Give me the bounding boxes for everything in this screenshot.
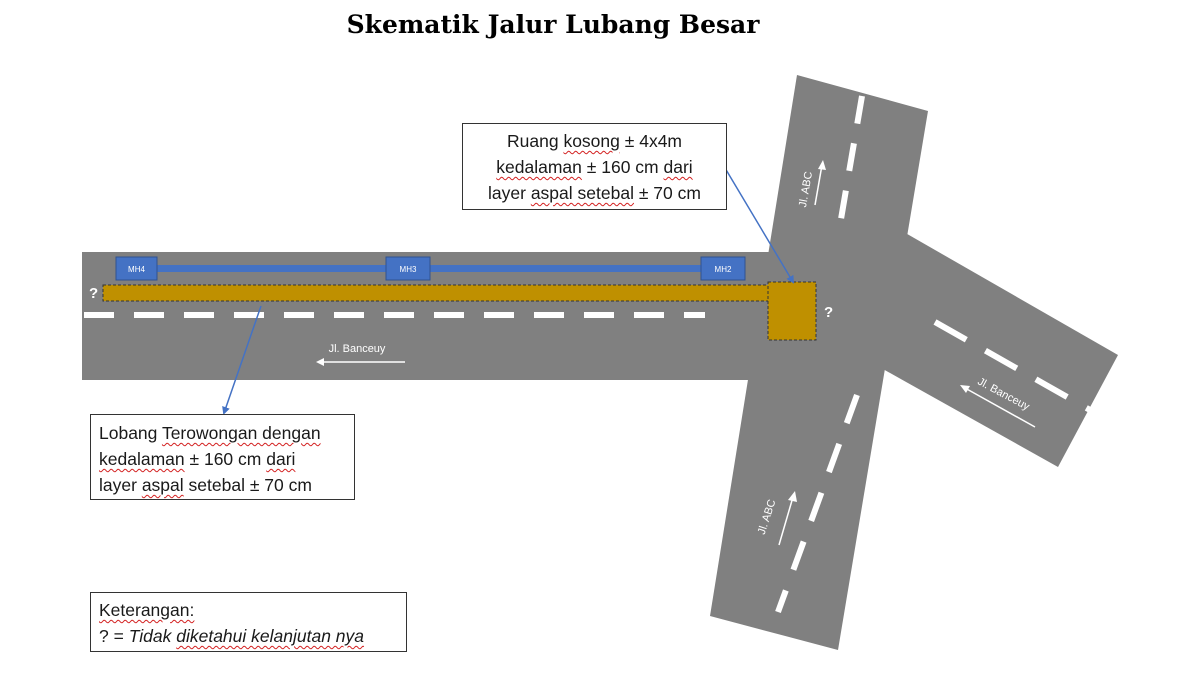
direction-arrowhead-right xyxy=(960,385,970,393)
callout-tunnel-line1: Lobang Terowongan dengan xyxy=(99,423,321,443)
callout-line-tunnel xyxy=(222,305,262,415)
pipe-line xyxy=(156,265,706,272)
legend-box: Keterangan: ? = Tidak diketahui kelanjut… xyxy=(90,592,407,652)
road-label-horizontal: Jl. Banceuy xyxy=(329,343,386,355)
callout-tunnel-line2: kedalaman ± 160 cm dari xyxy=(99,449,296,469)
page-title: Skematik Jalur Lubang Besar xyxy=(346,10,760,39)
direction-arrow-bottom xyxy=(778,496,794,546)
road-vertical xyxy=(710,75,928,650)
manhole-label: MH2 xyxy=(715,265,732,274)
lane-markings xyxy=(84,95,1092,614)
callout-line-chamber xyxy=(724,167,795,284)
unknown-marker-left: ? xyxy=(89,285,99,302)
legend-description: diketahui kelanjutan nya xyxy=(176,626,365,646)
legend-equals: = xyxy=(113,626,124,646)
manhole-mh2: MH2 xyxy=(700,256,746,281)
manhole-mh3: MH3 xyxy=(385,256,431,281)
direction-arrow-top xyxy=(814,164,823,206)
callout-chamber: Ruang kosong ± 4x4m kedalaman ± 160 cm d… xyxy=(462,123,727,210)
callout-chamber-line3: layer aspal setebal ± 70 cm xyxy=(488,183,701,203)
legend-word: Tidak xyxy=(128,626,172,646)
road-diagonal-right xyxy=(840,227,1118,467)
chamber-void xyxy=(767,281,817,341)
manhole-mh4: MH4 xyxy=(115,256,158,281)
tunnel-channel xyxy=(102,284,804,302)
unknown-marker-right: ? xyxy=(824,304,834,321)
callout-chamber-line1: Ruang kosong ± 4x4m xyxy=(506,131,683,151)
direction-arrowhead-top xyxy=(818,160,826,170)
direction-arrow-right xyxy=(964,387,1036,428)
manhole-label: MH4 xyxy=(128,265,145,274)
legend-symbol: ? xyxy=(99,626,109,646)
callout-tunnel-line3: layer aspal setebal ± 70 cm xyxy=(99,475,312,495)
legend-entry: ? = Tidak diketahui kelanjutan nya xyxy=(99,623,406,649)
manhole-label: MH3 xyxy=(400,265,417,274)
lane-marking-bottom xyxy=(775,393,860,614)
legend-heading: Keterangan: xyxy=(99,600,195,620)
callout-chamber-line2: kedalaman ± 160 cm dari xyxy=(496,157,693,177)
lane-marking-right xyxy=(933,319,1092,413)
callout-tunnel: Lobang Terowongan dengan kedalaman ± 160… xyxy=(90,414,355,500)
direction-arrowhead-horizontal xyxy=(316,358,324,366)
direction-arrowhead-bottom xyxy=(788,491,797,502)
lane-marking-top xyxy=(837,95,865,226)
